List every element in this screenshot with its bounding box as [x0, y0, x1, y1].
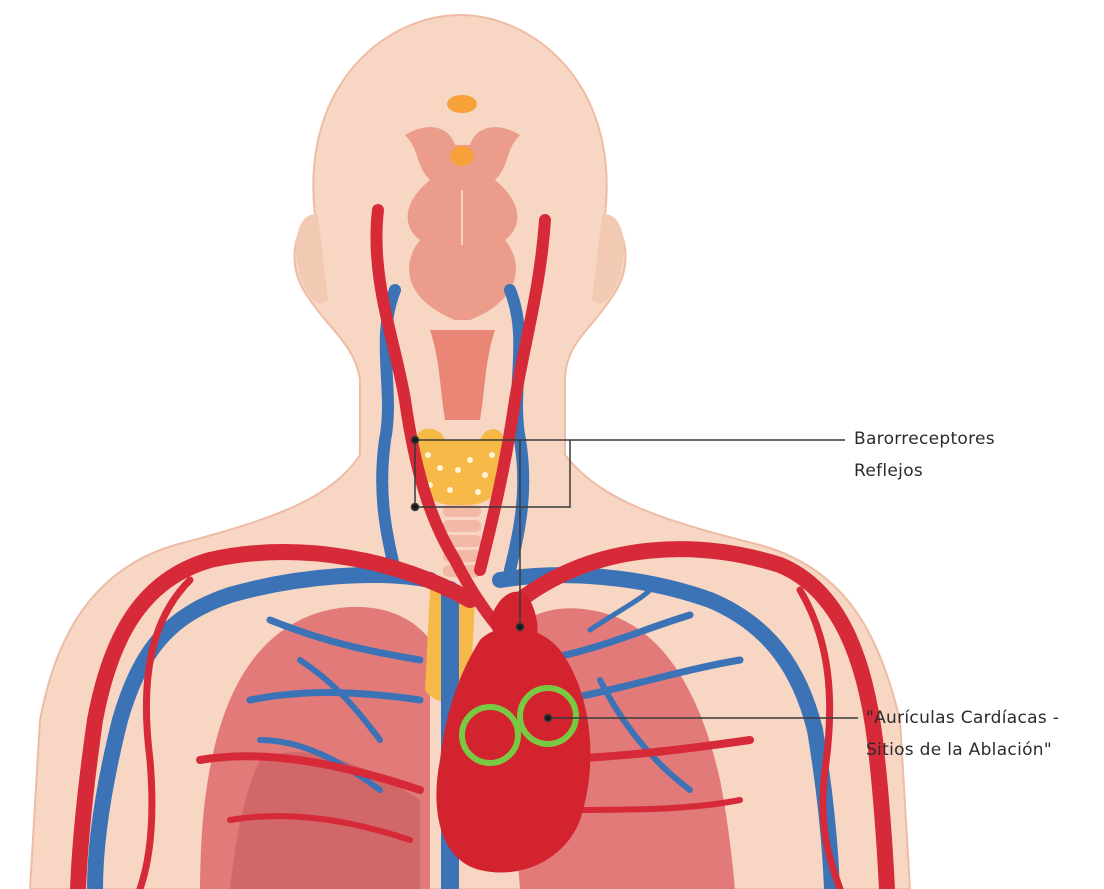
baroreceptor-label-line1: Barorreceptores: [854, 423, 995, 455]
leader-dot-atrium: [545, 715, 552, 722]
atria-label-line1: "Aurículas Cardíacas -: [866, 702, 1059, 734]
baroreceptor-label: Barorreceptores Reflejos: [854, 423, 995, 487]
hypothalamus-icon: [447, 95, 477, 113]
leader-dot-carotid-bottom: [412, 504, 419, 511]
pituitary-icon: [450, 146, 474, 166]
leader-dot-aorta: [517, 624, 524, 631]
baroreceptor-label-line2: Reflejos: [854, 455, 995, 487]
atria-label-line2: Sitios de la Ablación": [866, 734, 1059, 766]
atria-label: "Aurículas Cardíacas - Sitios de la Abla…: [866, 702, 1059, 766]
leader-dot-carotid-top: [412, 437, 419, 444]
